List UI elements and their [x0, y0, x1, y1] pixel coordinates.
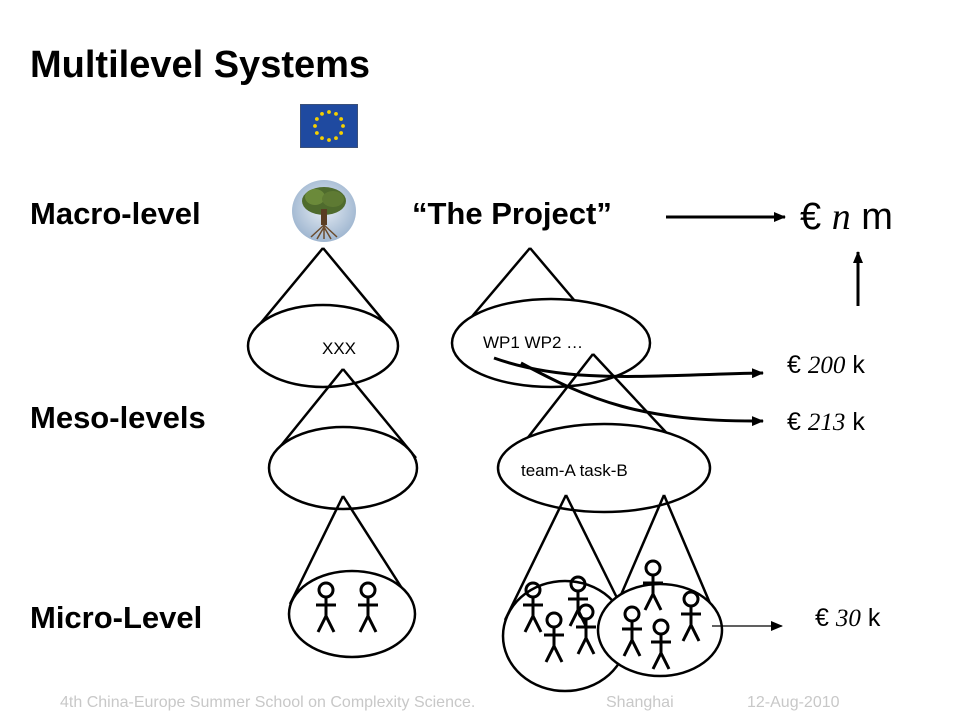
footer-school: 4th China-Europe Summer School on Comple… [60, 694, 476, 711]
stick-figure-icon [576, 603, 596, 655]
micro-level-label: Micro-Level [30, 600, 203, 635]
team-task-label: team-A task-B [521, 461, 628, 480]
stick-figure-icon [643, 559, 663, 611]
stick-figure-icon [358, 581, 378, 633]
stick-figure-icon [544, 611, 564, 663]
wp2-budget-arrow [520, 361, 764, 427]
cone-micro-left [287, 495, 417, 659]
budget-wp2: € 213 k [787, 408, 865, 436]
cone-macro-left [246, 247, 400, 389]
cone-meso-right [496, 353, 712, 514]
work-packages-label: WP1 WP2 … [483, 333, 584, 352]
footer-city: Shanghai [606, 694, 674, 711]
stick-figure-icon [651, 618, 671, 670]
budget-wp1: € 200 k [787, 351, 865, 379]
stick-figure-icon [622, 605, 642, 657]
project-label: “The Project” [412, 196, 612, 231]
budget-micro: € 30 k [815, 604, 881, 632]
meso-levels-label: Meso-levels [30, 400, 206, 435]
macro-level-label: Macro-level [30, 196, 201, 231]
tree-logo-icon [292, 180, 356, 242]
wp1-budget-arrow [493, 356, 764, 379]
cone-meso-left [267, 368, 419, 511]
footer-date: 12-Aug-2010 [747, 694, 840, 711]
cone-macro-right [450, 247, 652, 389]
budget-total: € n m [800, 196, 893, 238]
xxx-label: XXX [322, 339, 357, 358]
slide-title: Multilevel Systems [30, 44, 371, 86]
stick-figure-icon [681, 590, 701, 642]
stick-figure-icon [523, 581, 543, 633]
stick-figure-icon [316, 581, 336, 633]
eu-flag-icon [300, 104, 358, 148]
